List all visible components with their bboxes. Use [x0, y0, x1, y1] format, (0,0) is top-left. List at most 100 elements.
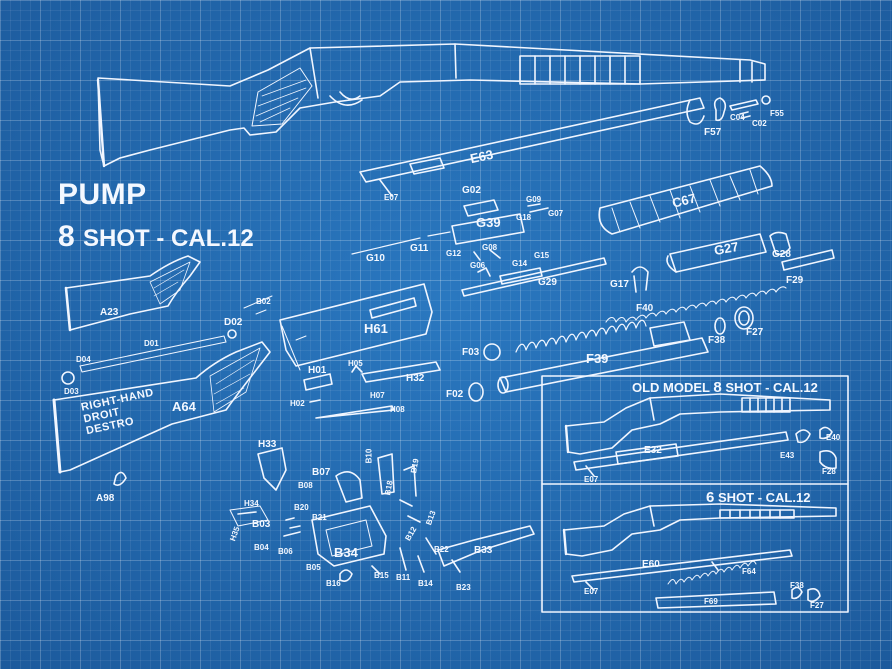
inset-6-label-f64: F64 [742, 567, 756, 576]
part-label-h07: H07 [370, 391, 385, 400]
inset-old-label-e32: E32 [644, 445, 662, 456]
part-label-a64: A64 [172, 399, 196, 414]
part-label-g07: G07 [548, 209, 564, 218]
title-shot-text: SHOT - CAL.12 [83, 225, 254, 252]
part-label-g06: G06 [470, 261, 486, 270]
part-label-b22: B22 [434, 545, 449, 554]
part-label-d03: D03 [64, 387, 79, 396]
part-label-e07: E07 [384, 193, 399, 202]
magazine-tube-parts [631, 231, 791, 293]
inset-old-label-f28: F28 [822, 467, 836, 476]
part-label-g10: G10 [366, 253, 385, 264]
part-label-g08: G08 [482, 243, 498, 252]
part-label-d01: D01 [144, 339, 159, 348]
bolt-group-g39 [351, 199, 549, 261]
part-label-h01: H01 [308, 365, 327, 376]
action-bar-g29 [461, 257, 607, 297]
inset-old-title-num: 8 [713, 379, 722, 396]
part-label-g39: G39 [476, 215, 501, 230]
part-label-b03: B03 [252, 519, 271, 530]
part-label-f29: F29 [786, 275, 804, 286]
part-label-b08: B08 [298, 481, 313, 490]
inset-old-label-e07: E07 [584, 475, 599, 484]
part-label-b11: B11 [396, 573, 411, 582]
part-label-g27: G27 [712, 238, 740, 259]
part-label-h33: H33 [258, 439, 277, 450]
part-label-f27: F27 [746, 327, 764, 338]
inset-old-label-e43: E43 [780, 451, 795, 460]
forend-c67 [598, 165, 773, 235]
part-label-b10: B10 [364, 448, 374, 464]
stock-a64 [52, 341, 271, 486]
inset-6-label-f69: F69 [704, 597, 718, 606]
page-title-line2: 8 SHOT - CAL.12 [58, 222, 254, 252]
part-label-h34: H34 [244, 499, 259, 508]
part-label-f39: F39 [586, 351, 609, 366]
part-label-f55: F55 [770, 109, 784, 118]
part-label-b02: B02 [256, 297, 271, 306]
part-label-g15: G15 [534, 251, 550, 260]
part-label-h08: H08 [390, 405, 405, 414]
trigger-group-b34 [229, 447, 535, 582]
stock-a23 [64, 255, 201, 332]
part-label-b14: B14 [418, 579, 433, 588]
inset-6-label-e07: E07 [584, 587, 599, 596]
part-label-g29: G29 [538, 277, 557, 288]
part-label-b20: B20 [294, 503, 309, 512]
part-label-b15: B15 [374, 571, 389, 580]
part-label-g12: G12 [446, 249, 462, 258]
small-parts-f57 [713, 95, 771, 122]
part-label-b23: B23 [456, 583, 471, 592]
part-label-b05: B05 [306, 563, 321, 572]
part-label-c04: C04 [730, 113, 745, 122]
old-model-shotgun-drawing [564, 393, 837, 477]
part-label-c02: C02 [752, 119, 767, 128]
inset-old-label-e40: E40 [826, 433, 841, 442]
inset-old-model-title: OLD MODEL 8 SHOT - CAL.12 [632, 380, 818, 395]
part-label-f40: F40 [636, 303, 654, 314]
part-label-f03: F03 [462, 347, 480, 358]
part-label-h61: H61 [364, 321, 388, 336]
magazine-tube-f39 [468, 306, 754, 402]
title-shot-count: 8 [58, 220, 75, 253]
part-label-a98: A98 [96, 493, 115, 504]
part-label-f02: F02 [446, 389, 464, 400]
inset-6-label-f27: F27 [810, 601, 824, 610]
inset-6-title-post: SHOT - CAL.12 [717, 490, 811, 505]
part-label-d02: D02 [224, 317, 243, 328]
inset-6-label-f38: F38 [790, 581, 804, 590]
part-label-f57: F57 [704, 127, 722, 138]
part-label-b34: B34 [334, 545, 358, 560]
part-label-g28: G28 [772, 249, 791, 260]
page-title-line1: PUMP [58, 178, 147, 211]
springs [515, 249, 835, 353]
part-label-f38: F38 [708, 335, 726, 346]
receiver-h61 [243, 283, 433, 371]
part-label-b16: B16 [326, 579, 341, 588]
inset-old-title-post: SHOT - CAL.12 [725, 380, 818, 395]
six-shot-shotgun-drawing [562, 503, 837, 609]
part-label-h02: H02 [290, 399, 305, 408]
part-label-a23: A23 [100, 307, 119, 318]
trigger-small-parts [303, 361, 441, 419]
part-label-h05: H05 [348, 359, 363, 368]
part-label-g14: G14 [512, 259, 528, 268]
part-label-d04: D04 [76, 355, 91, 364]
rod-d01 [61, 329, 237, 385]
part-label-b33: B33 [474, 545, 493, 556]
inset-6shot-title: 6 SHOT - CAL.12 [706, 490, 810, 505]
part-label-b06: B06 [278, 547, 293, 556]
part-label-b04: B04 [254, 543, 269, 552]
part-label-g17: G17 [610, 279, 629, 290]
inset-old-title-pre: OLD MODEL [632, 380, 710, 395]
part-label-g02: G02 [462, 185, 481, 196]
main-shotgun-drawing [96, 43, 766, 168]
barrel-e63 [359, 97, 705, 197]
part-label-b07: B07 [312, 467, 331, 478]
inset-6-title-num: 6 [706, 489, 715, 506]
part-label-h32: H32 [406, 373, 425, 384]
inset-6-label-e60: E60 [642, 559, 660, 570]
part-label-g18: G18 [516, 213, 532, 222]
